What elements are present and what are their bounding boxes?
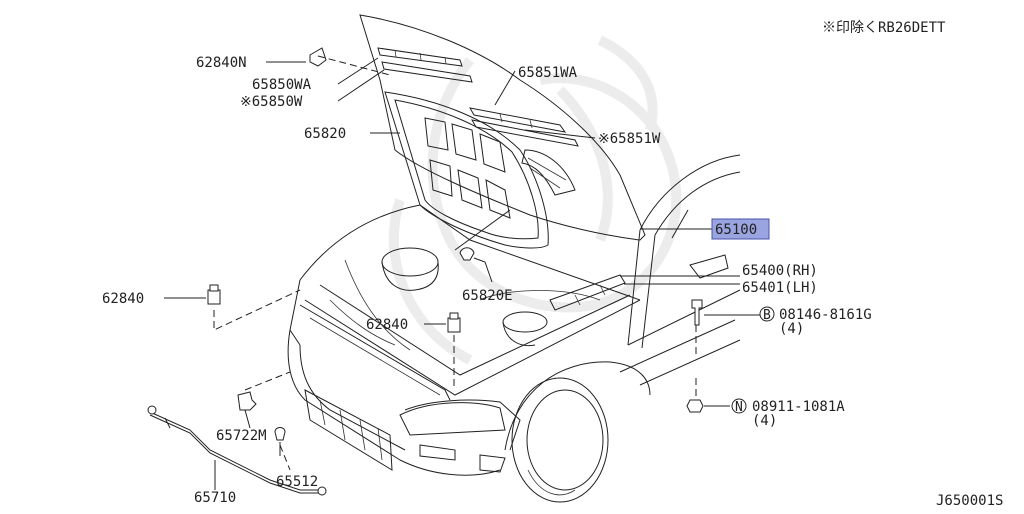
bumper-rubber-62840-center bbox=[447, 317, 461, 333]
diagram-code: J650001S bbox=[936, 493, 1003, 509]
clip-65512 bbox=[274, 427, 286, 441]
grommet-65820e bbox=[459, 247, 475, 261]
assembly-dash-lines bbox=[213, 55, 697, 471]
nut-08911 bbox=[686, 399, 704, 413]
mark-n: N bbox=[735, 400, 743, 415]
car-body bbox=[287, 154, 741, 503]
label-65401[interactable]: 65401(LH) bbox=[742, 280, 818, 296]
bumper-rubber-62840-left bbox=[207, 289, 221, 305]
watermark-emblem bbox=[388, 35, 682, 365]
parts-small bbox=[147, 47, 704, 496]
label-65851wa[interactable]: 65851WA bbox=[518, 65, 578, 81]
circle-mark-n bbox=[731, 398, 747, 414]
label-08146[interactable]: 08146-8161G bbox=[779, 307, 872, 323]
bumper-rubber-62840n bbox=[309, 47, 327, 67]
label-62840-left[interactable]: 62840 bbox=[102, 291, 144, 307]
callout-labels: ※印除くRB26DETT 62840N 65850WA ※65850W 6585… bbox=[102, 20, 1003, 509]
hood-stay-rod-65710 bbox=[149, 411, 320, 491]
label-65710[interactable]: 65710 bbox=[194, 490, 236, 506]
leader-lines bbox=[164, 57, 760, 490]
label-65722m[interactable]: 65722M bbox=[216, 428, 267, 444]
note-text: ※印除くRB26DETT bbox=[822, 20, 946, 36]
label-62840-center[interactable]: 62840 bbox=[366, 317, 408, 333]
label-65100[interactable]: 65100 bbox=[715, 222, 757, 238]
label-65850wa[interactable]: 65850WA bbox=[252, 77, 312, 93]
mark-b: B bbox=[763, 308, 771, 323]
label-62840n[interactable]: 62840N bbox=[196, 55, 247, 71]
label-65850w[interactable]: ※65850W bbox=[240, 94, 303, 110]
label-65851w[interactable]: ※65851W bbox=[598, 131, 661, 147]
bolt-08146 bbox=[691, 299, 703, 326]
selected-part-highlight bbox=[711, 218, 770, 240]
label-08911[interactable]: 08911-1081A bbox=[752, 399, 845, 415]
label-65820[interactable]: 65820 bbox=[304, 126, 346, 142]
circle-mark-b bbox=[759, 306, 775, 322]
label-08911-qty: (4) bbox=[752, 413, 777, 429]
label-65820e[interactable]: 65820E bbox=[462, 288, 513, 304]
label-65512[interactable]: 65512 bbox=[276, 474, 318, 490]
hood-assembly bbox=[359, 14, 646, 251]
label-65400[interactable]: 65400(RH) bbox=[742, 263, 818, 279]
label-08146-qty: (4) bbox=[779, 321, 804, 337]
clip-65722m bbox=[237, 391, 257, 411]
